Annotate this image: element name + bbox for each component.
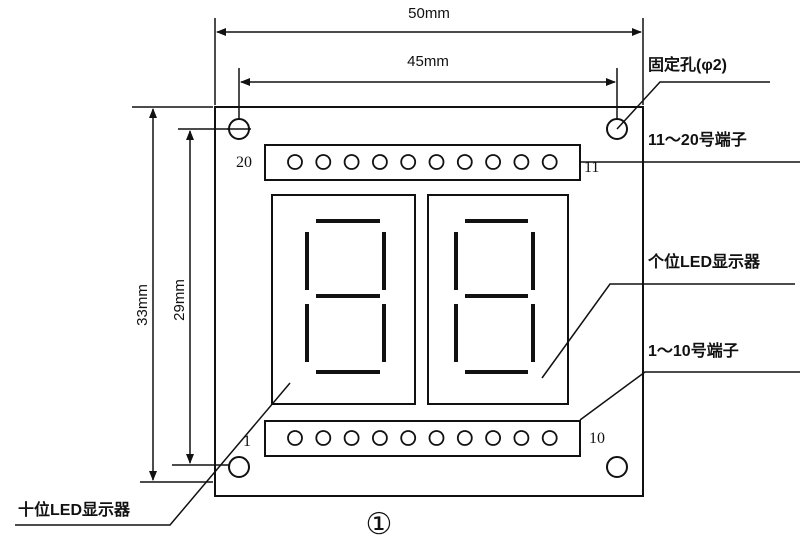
tens-led-display xyxy=(271,194,416,405)
header-pin xyxy=(456,154,473,170)
pin-number-10: 10 xyxy=(589,430,605,447)
header-pin xyxy=(456,430,473,446)
top-header-pins xyxy=(287,154,558,170)
pin-number-1: 1 xyxy=(243,433,251,450)
mounting-hole-bottom-right xyxy=(606,456,628,478)
header-pin xyxy=(315,430,332,446)
header-pin xyxy=(541,430,558,446)
callout-mounting-hole: 固定孔(φ2) xyxy=(648,55,727,74)
bottom-header-pins xyxy=(287,430,558,446)
header-pin xyxy=(343,154,360,170)
dimension-50mm xyxy=(214,18,644,105)
header-pin xyxy=(371,154,388,170)
dimension-29mm xyxy=(172,128,229,466)
header-pin xyxy=(541,154,558,170)
dimension-label-45mm: 45mm xyxy=(407,53,449,70)
header-pin xyxy=(428,430,445,446)
mounting-hole-bottom-left xyxy=(228,456,250,478)
figure-label: ① xyxy=(366,508,393,541)
header-pin xyxy=(315,154,332,170)
header-pin xyxy=(287,430,303,446)
header-pin xyxy=(428,154,445,170)
header-pin xyxy=(485,430,502,446)
header-pin xyxy=(287,154,303,170)
pcb-board xyxy=(214,106,644,497)
dimension-label-33mm: 33mm xyxy=(134,284,151,326)
callout-terminals-11-20: 11～20号端子 xyxy=(648,130,747,149)
leader-ones-led xyxy=(541,283,795,379)
dimension-label-29mm: 29mm xyxy=(171,279,188,321)
dimension-33mm xyxy=(132,106,213,483)
leader-mounting-hole xyxy=(616,81,770,130)
pin-number-20: 20 xyxy=(236,154,252,171)
callout-ones-led: 个位LED显示器 xyxy=(647,252,761,271)
ones-led-display xyxy=(427,194,569,405)
mounting-hole-top-left xyxy=(227,118,251,140)
callout-tens-led: 十位LED显示器 xyxy=(18,500,131,519)
pin-number-11: 11 xyxy=(584,159,599,176)
header-pin xyxy=(343,430,360,446)
dimension-label-50mm: 50mm xyxy=(408,5,450,22)
leader-terminals-1-10 xyxy=(579,371,800,421)
header-pin xyxy=(400,430,417,446)
leader-tens-led xyxy=(15,382,291,526)
header-pin xyxy=(371,430,388,446)
header-pin xyxy=(513,154,530,170)
header-pin xyxy=(513,430,530,446)
callout-terminals-1-10: 1～10号端子 xyxy=(648,341,739,360)
bottom-header-strip xyxy=(264,420,581,457)
top-header-strip xyxy=(264,144,581,181)
header-pin xyxy=(485,154,502,170)
header-pin xyxy=(400,154,417,170)
dimension-45mm xyxy=(238,68,618,119)
